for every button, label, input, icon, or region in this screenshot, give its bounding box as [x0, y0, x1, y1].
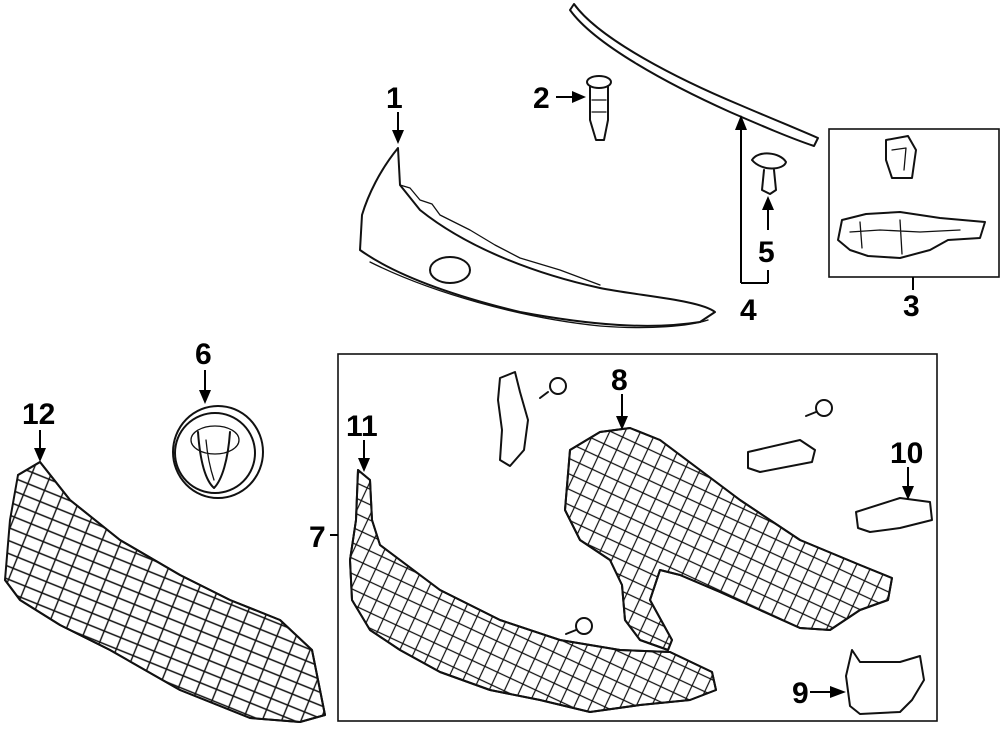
bolt-upper-right — [805, 399, 833, 417]
callout-8: 8 — [611, 364, 628, 397]
emblem — [172, 405, 264, 499]
mount-bracket-9 — [845, 649, 925, 715]
callout-9: 9 — [792, 677, 809, 710]
push-clip — [751, 152, 787, 195]
bracket-clip — [885, 135, 917, 179]
callout-12: 12 — [22, 398, 55, 431]
bolt-upper-left — [539, 377, 567, 399]
callout-11: 11 — [346, 410, 378, 443]
small-bracket — [747, 439, 816, 473]
callout-2: 2 — [533, 82, 550, 115]
leader-lines — [34, 91, 914, 698]
side-bracket-10 — [855, 497, 933, 533]
callout-7: 7 — [309, 521, 326, 554]
callout-1: 1 — [386, 82, 403, 115]
bolt-lower — [565, 617, 593, 635]
callout-10: 10 — [890, 437, 923, 470]
retainer-clip — [586, 75, 612, 141]
callout-3: 3 — [903, 290, 920, 323]
lower-grille-support — [349, 469, 717, 713]
callout-5: 5 — [758, 236, 775, 269]
side-bracket — [837, 211, 986, 259]
part-7-box — [337, 353, 938, 722]
vertical-bracket — [497, 371, 529, 467]
lower-grille — [4, 461, 326, 723]
hood-seal-strip — [569, 3, 819, 147]
emblem-recess — [429, 256, 471, 284]
callout-6: 6 — [195, 338, 212, 371]
upper-grille-support — [564, 427, 893, 651]
callout-4: 4 — [740, 294, 757, 327]
upper-grille-molding — [359, 147, 716, 329]
